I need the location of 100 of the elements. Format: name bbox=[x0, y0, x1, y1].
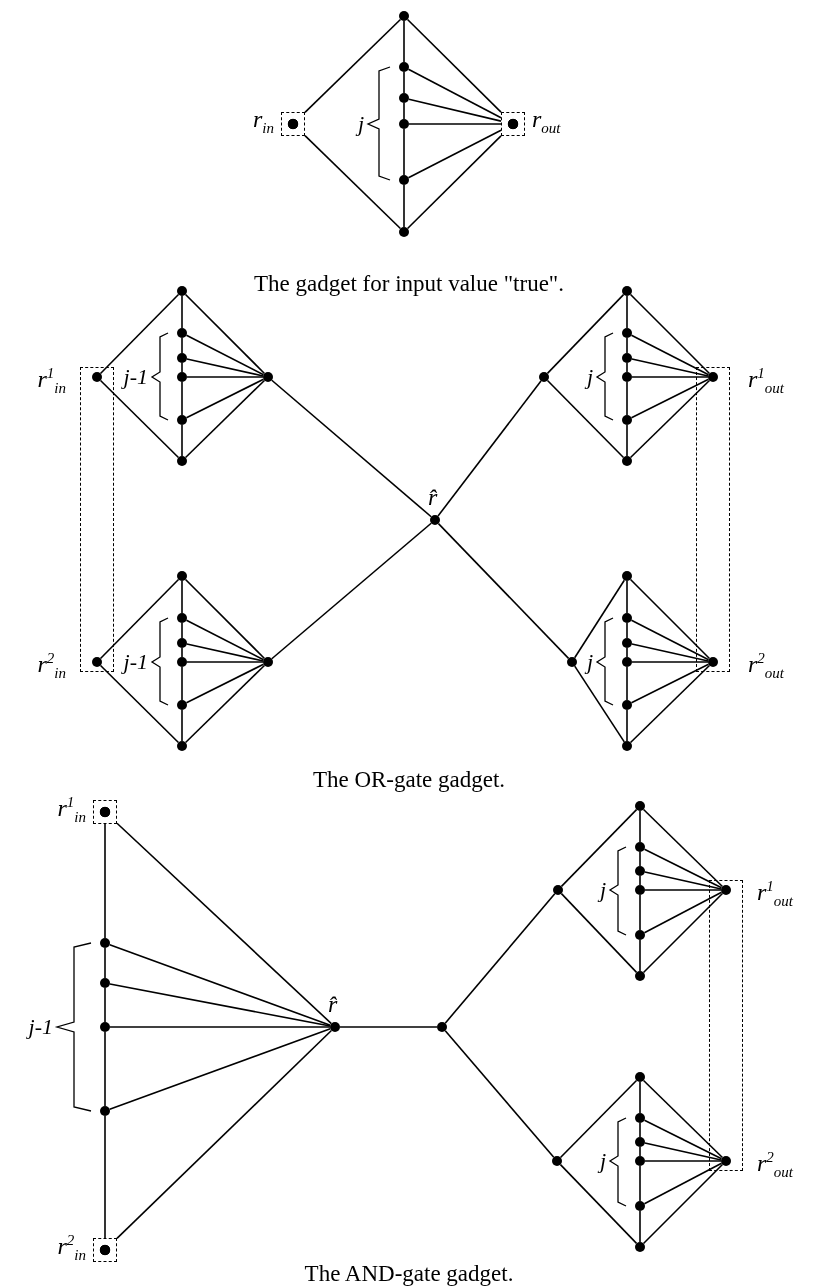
brace-label: j-1 bbox=[123, 651, 148, 673]
vertex-dot bbox=[177, 372, 187, 382]
graph-edge bbox=[186, 358, 264, 377]
graph-edge bbox=[99, 664, 180, 744]
graph-edge bbox=[407, 129, 502, 179]
graph-edge bbox=[185, 619, 265, 661]
brace-label: j bbox=[599, 879, 606, 901]
vertex-dot bbox=[635, 1137, 645, 1147]
graph-edge bbox=[626, 580, 628, 614]
graph-edge bbox=[631, 661, 709, 663]
vertex-dot bbox=[635, 930, 645, 940]
vertex-dot bbox=[399, 11, 409, 21]
graph-edge bbox=[437, 380, 542, 517]
graph-edge bbox=[271, 379, 432, 518]
graph-edge bbox=[108, 943, 332, 1027]
graph-edge bbox=[181, 381, 183, 416]
graph-edge bbox=[181, 622, 183, 639]
vertex-dot bbox=[622, 700, 632, 710]
brace-label: j bbox=[357, 113, 364, 135]
vertex-dot bbox=[399, 119, 409, 129]
graph-edge bbox=[181, 666, 183, 701]
graph-edge bbox=[181, 647, 183, 658]
vertex-dot bbox=[635, 1072, 645, 1082]
vertex-dot bbox=[635, 1242, 645, 1252]
vertex-dot bbox=[622, 571, 632, 581]
graph-edge bbox=[407, 68, 502, 119]
graph-edge bbox=[639, 939, 641, 972]
graph-edge bbox=[184, 379, 266, 459]
vertex-dot bbox=[177, 328, 187, 338]
vertex-dot bbox=[635, 1113, 645, 1123]
graph-edge bbox=[573, 665, 626, 743]
graph-edge bbox=[109, 983, 331, 1027]
vertex-dot bbox=[539, 372, 549, 382]
vertex-dot bbox=[100, 1022, 110, 1032]
graph-edge bbox=[444, 1030, 555, 1158]
graph-edge bbox=[639, 875, 641, 886]
graph-edge bbox=[573, 579, 626, 659]
graph-edge bbox=[559, 1163, 638, 1245]
graph-edge bbox=[639, 851, 641, 867]
graph-edge bbox=[643, 848, 723, 889]
graph-edge bbox=[99, 578, 180, 660]
graph-edge bbox=[186, 643, 264, 662]
vertex-dot bbox=[635, 801, 645, 811]
graph-edge bbox=[626, 337, 628, 354]
brace-label: j-1 bbox=[123, 366, 148, 388]
graph-edge bbox=[108, 1027, 332, 1111]
graph-edge bbox=[181, 580, 183, 614]
vertex-dot bbox=[399, 62, 409, 72]
graph-edge bbox=[403, 128, 405, 176]
graph-edge bbox=[642, 1163, 724, 1245]
vertex-dot bbox=[100, 978, 110, 988]
vertex-dot bbox=[622, 741, 632, 751]
graph-edge bbox=[339, 1026, 438, 1028]
graph-edge bbox=[116, 822, 333, 1025]
vertex-dot bbox=[553, 885, 563, 895]
graph-edge bbox=[644, 871, 722, 890]
graph-edge bbox=[631, 643, 709, 662]
graph-edge bbox=[626, 622, 628, 639]
figure-caption: The gadget for input value "true". bbox=[254, 272, 564, 295]
graph-edge bbox=[181, 424, 183, 457]
vertex-dot bbox=[552, 1156, 562, 1166]
vertex-dot bbox=[622, 657, 632, 667]
vertex-dot bbox=[622, 613, 632, 623]
vertex-dot bbox=[567, 657, 577, 667]
vertex-dot bbox=[177, 657, 187, 667]
graph-edge bbox=[185, 663, 265, 704]
graph-edge bbox=[109, 1026, 331, 1028]
vertex-dot bbox=[622, 353, 632, 363]
graph-edge bbox=[626, 647, 628, 658]
graph-edge bbox=[408, 123, 502, 125]
graph-edge bbox=[630, 378, 710, 419]
brace-label: j bbox=[586, 366, 593, 388]
graph-edge bbox=[546, 379, 625, 459]
graph-edge bbox=[99, 379, 180, 459]
graph-edge bbox=[644, 889, 722, 891]
graph-edge bbox=[642, 1079, 724, 1159]
graph-edge bbox=[181, 337, 183, 354]
graph-edge bbox=[104, 987, 106, 1023]
brace-label: j bbox=[599, 1150, 606, 1172]
graph-edge bbox=[626, 709, 628, 742]
graph-edge bbox=[642, 808, 724, 888]
graph-edge bbox=[639, 894, 641, 931]
figure-caption: The OR-gate gadget. bbox=[312, 768, 506, 791]
graph-edge bbox=[644, 1142, 722, 1161]
vertex-dot bbox=[437, 1022, 447, 1032]
vertex-dot bbox=[635, 1201, 645, 1211]
vertex-label: r$_{out}$ bbox=[532, 107, 561, 136]
vertex-dot bbox=[177, 700, 187, 710]
graph-edge bbox=[631, 376, 709, 378]
graph-edge bbox=[629, 293, 711, 375]
graph-edge bbox=[630, 334, 710, 376]
graph-edge bbox=[639, 810, 641, 843]
vertex-dot bbox=[622, 372, 632, 382]
vertex-dot bbox=[100, 1106, 110, 1116]
vertex-dot bbox=[177, 456, 187, 466]
vertex-dot bbox=[177, 415, 187, 425]
graph-edge bbox=[629, 379, 711, 459]
graph-edge bbox=[546, 293, 625, 375]
graph-edge bbox=[116, 1029, 333, 1240]
graph-edge bbox=[639, 1081, 641, 1114]
